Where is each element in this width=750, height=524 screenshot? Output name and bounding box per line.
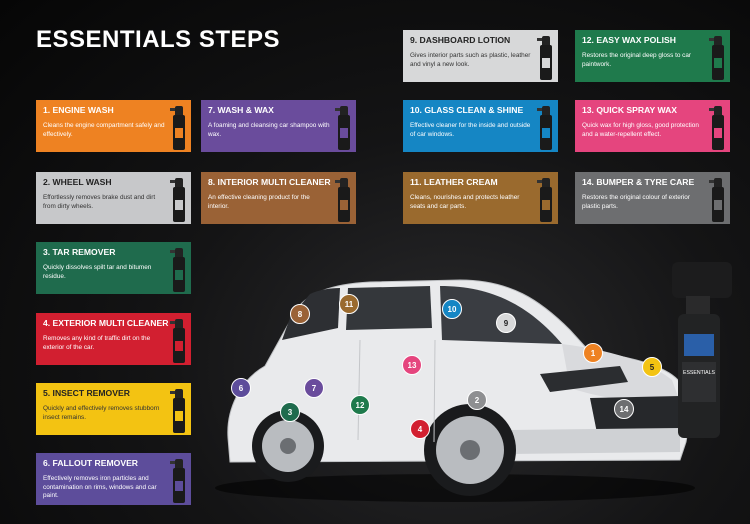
product-bottle-icon	[709, 106, 724, 150]
step-marker-13: 13	[402, 355, 422, 375]
step-card-5: 5. INSECT REMOVER Quickly and effectively…	[36, 383, 191, 435]
product-bottle-icon	[170, 319, 185, 363]
product-bottle-icon	[170, 459, 185, 503]
step-name: 1. ENGINE WASH	[43, 105, 114, 115]
step-description: A foaming and cleansing car shampoo with…	[208, 122, 330, 138]
product-bottle-icon	[537, 178, 552, 222]
step-card-4: 4. EXTERIOR MULTI CLEANER Removes any kin…	[36, 313, 191, 365]
step-card-1: 1. ENGINE WASH Cleans the engine compartm…	[36, 100, 191, 152]
product-brand-label: ESSENTIALS	[683, 370, 716, 376]
product-bottle-icon	[170, 178, 185, 222]
step-marker-5: 5	[642, 357, 662, 377]
step-description: Quickly dissolves spilt tar and bitumen …	[43, 264, 152, 280]
product-bottle-icon	[170, 248, 185, 292]
step-marker-9: 9	[496, 313, 516, 333]
product-bottle-icon	[537, 36, 552, 80]
step-name: 8. INTERIOR MULTI CLEANER	[208, 177, 331, 187]
step-marker-2: 2	[467, 390, 487, 410]
step-name: 13. QUICK SPRAY WAX	[582, 105, 678, 115]
car-illustration	[215, 279, 695, 502]
step-name: 11. LEATHER CREAM	[410, 177, 498, 187]
step-marker-8: 8	[290, 304, 310, 324]
step-card-7: 7. WASH & WAX A foaming and cleansing car…	[201, 100, 356, 152]
step-card-2: 2. WHEEL WASH Effortlessly removes brake …	[36, 172, 191, 224]
step-marker-4: 4	[410, 419, 430, 439]
step-name: 14. BUMPER & TYRE CARE	[582, 177, 695, 187]
step-name: 9. DASHBOARD LOTION	[410, 35, 511, 45]
product-bottle-icon	[170, 389, 185, 433]
step-description: Quick wax for high gloss, good protectio…	[582, 122, 699, 138]
step-description: Restores the original deep gloss to car …	[582, 52, 692, 68]
step-name: 7. WASH & WAX	[208, 105, 274, 115]
product-bottle-icon	[537, 106, 552, 150]
step-name: 3. TAR REMOVER	[43, 247, 116, 257]
step-card-11: 11. LEATHER CREAM Cleans, nourishes and p…	[403, 172, 558, 224]
step-card-3: 3. TAR REMOVER Quickly dissolves spilt ta…	[36, 242, 191, 294]
step-name: 12. EASY WAX POLISH	[582, 35, 676, 45]
step-marker-7: 7	[304, 378, 324, 398]
step-card-14: 14. BUMPER & TYRE CARE Restores the origi…	[575, 172, 730, 224]
step-marker-3: 3	[280, 402, 300, 422]
step-card-13: 13. QUICK SPRAY WAX Quick wax for high gl…	[575, 100, 730, 152]
product-bottle-icon	[335, 106, 350, 150]
step-description: Cleans, nourishes and protects leather s…	[410, 194, 520, 210]
step-description: Effortlessly removes brake dust and dirt…	[43, 194, 156, 210]
step-description: Effective cleaner for the inside and out…	[410, 122, 531, 138]
step-name: 10. GLASS CLEAN & SHINE	[410, 105, 524, 115]
step-marker-1: 1	[583, 343, 603, 363]
step-description: Cleans the engine compartment safely and…	[43, 122, 165, 138]
step-marker-14: 14	[614, 399, 634, 419]
step-description: Quickly and effectively removes stubborn…	[43, 405, 160, 421]
step-marker-6: 6	[231, 378, 251, 398]
product-bottle-icon	[709, 178, 724, 222]
step-card-8: 8. INTERIOR MULTI CLEANER An effective cl…	[201, 172, 356, 224]
step-card-9: 9. DASHBOARD LOTION Gives interior parts …	[403, 30, 558, 82]
step-card-10: 10. GLASS CLEAN & SHINE Effective cleaner…	[403, 100, 558, 152]
step-description: An effective cleaning product for the in…	[208, 194, 310, 210]
step-description: Removes any kind of traffic dirt on the …	[43, 335, 151, 351]
step-name: 5. INSECT REMOVER	[43, 388, 130, 398]
step-marker-12: 12	[350, 395, 370, 415]
step-card-6: 6. FALLOUT REMOVER Effectively removes ir…	[36, 453, 191, 505]
step-card-12: 12. EASY WAX POLISH Restores the original…	[575, 30, 730, 82]
step-description: Effectively removes iron particles and c…	[43, 475, 157, 500]
product-bottle-icon	[709, 36, 724, 80]
page-title: ESSENTIALS STEPS	[36, 26, 281, 53]
step-description: Restores the original colour of exterior…	[582, 194, 690, 210]
product-bottle-icon	[170, 106, 185, 150]
step-marker-11: 11	[339, 294, 359, 314]
step-name: 2. WHEEL WASH	[43, 177, 112, 187]
step-description: Gives interior parts such as plastic, le…	[410, 52, 531, 68]
step-name: 4. EXTERIOR MULTI CLEANER	[43, 318, 169, 328]
product-bottle-icon	[335, 178, 350, 222]
step-marker-10: 10	[442, 299, 462, 319]
step-name: 6. FALLOUT REMOVER	[43, 458, 139, 468]
product-bottle-illustration: ESSENTIALS	[672, 262, 732, 438]
